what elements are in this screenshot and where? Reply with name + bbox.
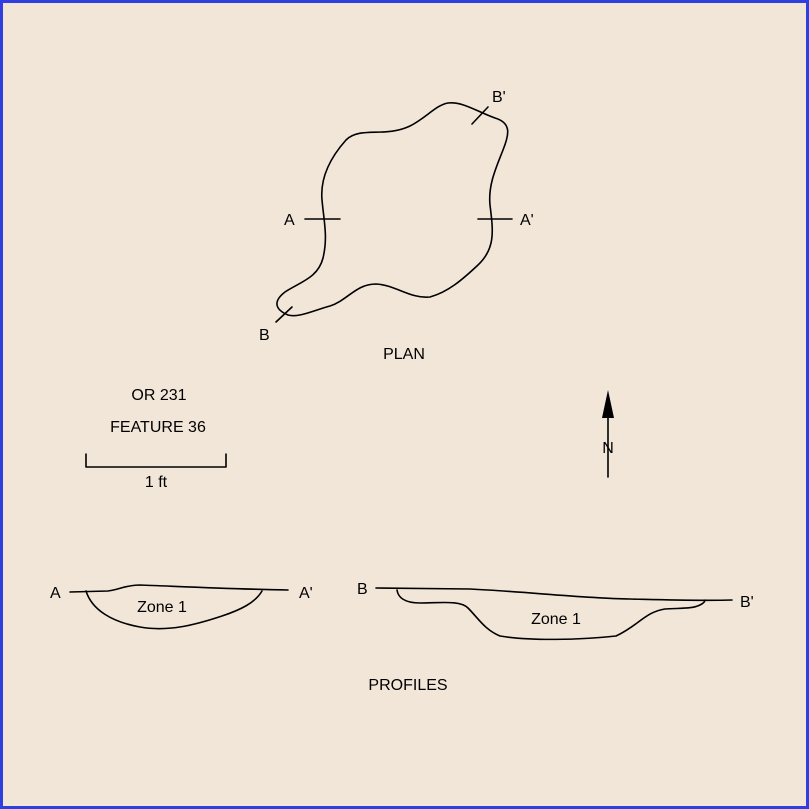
profile-a: A A' Zone 1 <box>50 584 313 630</box>
plan-view: A A' B B' PLAN <box>259 89 534 363</box>
plan-label-b: B <box>259 327 270 344</box>
north-arrow-head <box>602 390 614 418</box>
profile-a-pit <box>85 590 263 630</box>
feature-outline <box>276 102 509 317</box>
profile-b-label-left: B <box>357 581 368 598</box>
plan-label-a-prime: A' <box>520 212 534 229</box>
site-info: OR 231 FEATURE 36 <box>110 387 206 436</box>
profile-a-label-right: A' <box>299 585 313 602</box>
plan-title: PLAN <box>383 346 425 363</box>
north-arrow: N <box>602 390 614 478</box>
section-b-tick <box>275 306 293 323</box>
north-arrow-label: N <box>602 440 614 457</box>
profiles-title: PROFILES <box>368 677 447 694</box>
profile-b-surface <box>375 587 733 602</box>
plan-label-a: A <box>284 212 295 229</box>
scale-bar: 1 ft <box>85 453 227 491</box>
scale-bar-line <box>85 453 227 468</box>
feature-number: FEATURE 36 <box>110 419 206 436</box>
scale-bar-label: 1 ft <box>145 474 168 491</box>
profile-b-label-right: B' <box>740 594 754 611</box>
profile-b: B B' Zone 1 <box>357 581 754 641</box>
profile-a-label-left: A <box>50 585 61 602</box>
section-b-prime-tick <box>471 106 489 125</box>
profile-a-zone-label: Zone 1 <box>137 599 187 616</box>
plan-label-b-prime: B' <box>492 89 506 106</box>
profile-b-zone-label: Zone 1 <box>531 611 581 628</box>
site-id: OR 231 <box>131 387 186 404</box>
feature-drawing: A A' B B' PLAN OR 231 FEATURE 36 1 ft N … <box>50 89 754 694</box>
profile-b-pit <box>396 589 706 641</box>
profile-a-surface <box>69 584 289 593</box>
